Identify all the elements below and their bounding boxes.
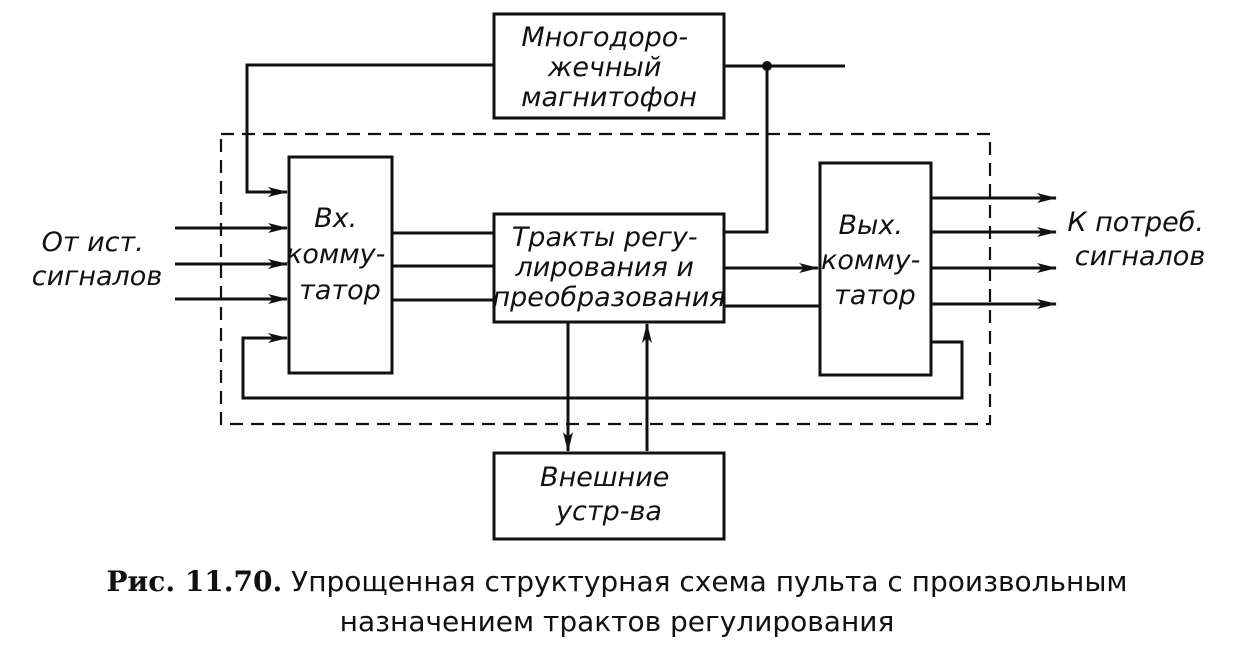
- external-devices-block: [492, 451, 726, 541]
- figure-caption: Рис. 11.70. Упрощенная структурная схема…: [0, 562, 1234, 642]
- recorder-to-input-switch-line: [245, 63, 494, 197]
- consumer-output-arrows: [931, 193, 1057, 309]
- source-label: От ист. сигналов: [32, 227, 162, 292]
- caption-text-1: Упрощенная структурная схема пульта с пр…: [291, 565, 1128, 598]
- consumer-label: К потреб. сигналов: [1067, 207, 1212, 272]
- input-switch-label: Вх. комму- татор: [286, 203, 394, 306]
- console-boundary: [219, 132, 992, 426]
- junction-dot: [762, 61, 772, 71]
- recorder-label: Многодоро- жечный магнитофон: [521, 22, 697, 113]
- processing-to-recorder-line: [724, 66, 769, 234]
- caption-line-2: назначением трактов регулирования: [339, 605, 895, 638]
- source-input-arrows: [175, 223, 288, 304]
- figure-number: Рис. 11.70.: [106, 565, 283, 598]
- processing-label: Тракты регу- лирования и преобразования: [492, 222, 725, 313]
- recorder-block: [492, 12, 726, 120]
- switch-to-processing-lines: [392, 231, 494, 302]
- caption-line-1: Рис. 11.70. Упрощенная структурная схема…: [0, 562, 1234, 602]
- external-devices-label: Внешние устр-ва: [540, 462, 678, 527]
- output-switch-label: Вых. комму- татор: [821, 210, 929, 311]
- output-switch-block: [818, 161, 933, 377]
- processing-block: [492, 212, 726, 324]
- input-switch-block: [287, 155, 394, 375]
- block-diagram: Многодоро- жечный магнитофон Вх. комму- …: [32, 12, 1212, 541]
- feedback-loop-line: [241, 333, 964, 400]
